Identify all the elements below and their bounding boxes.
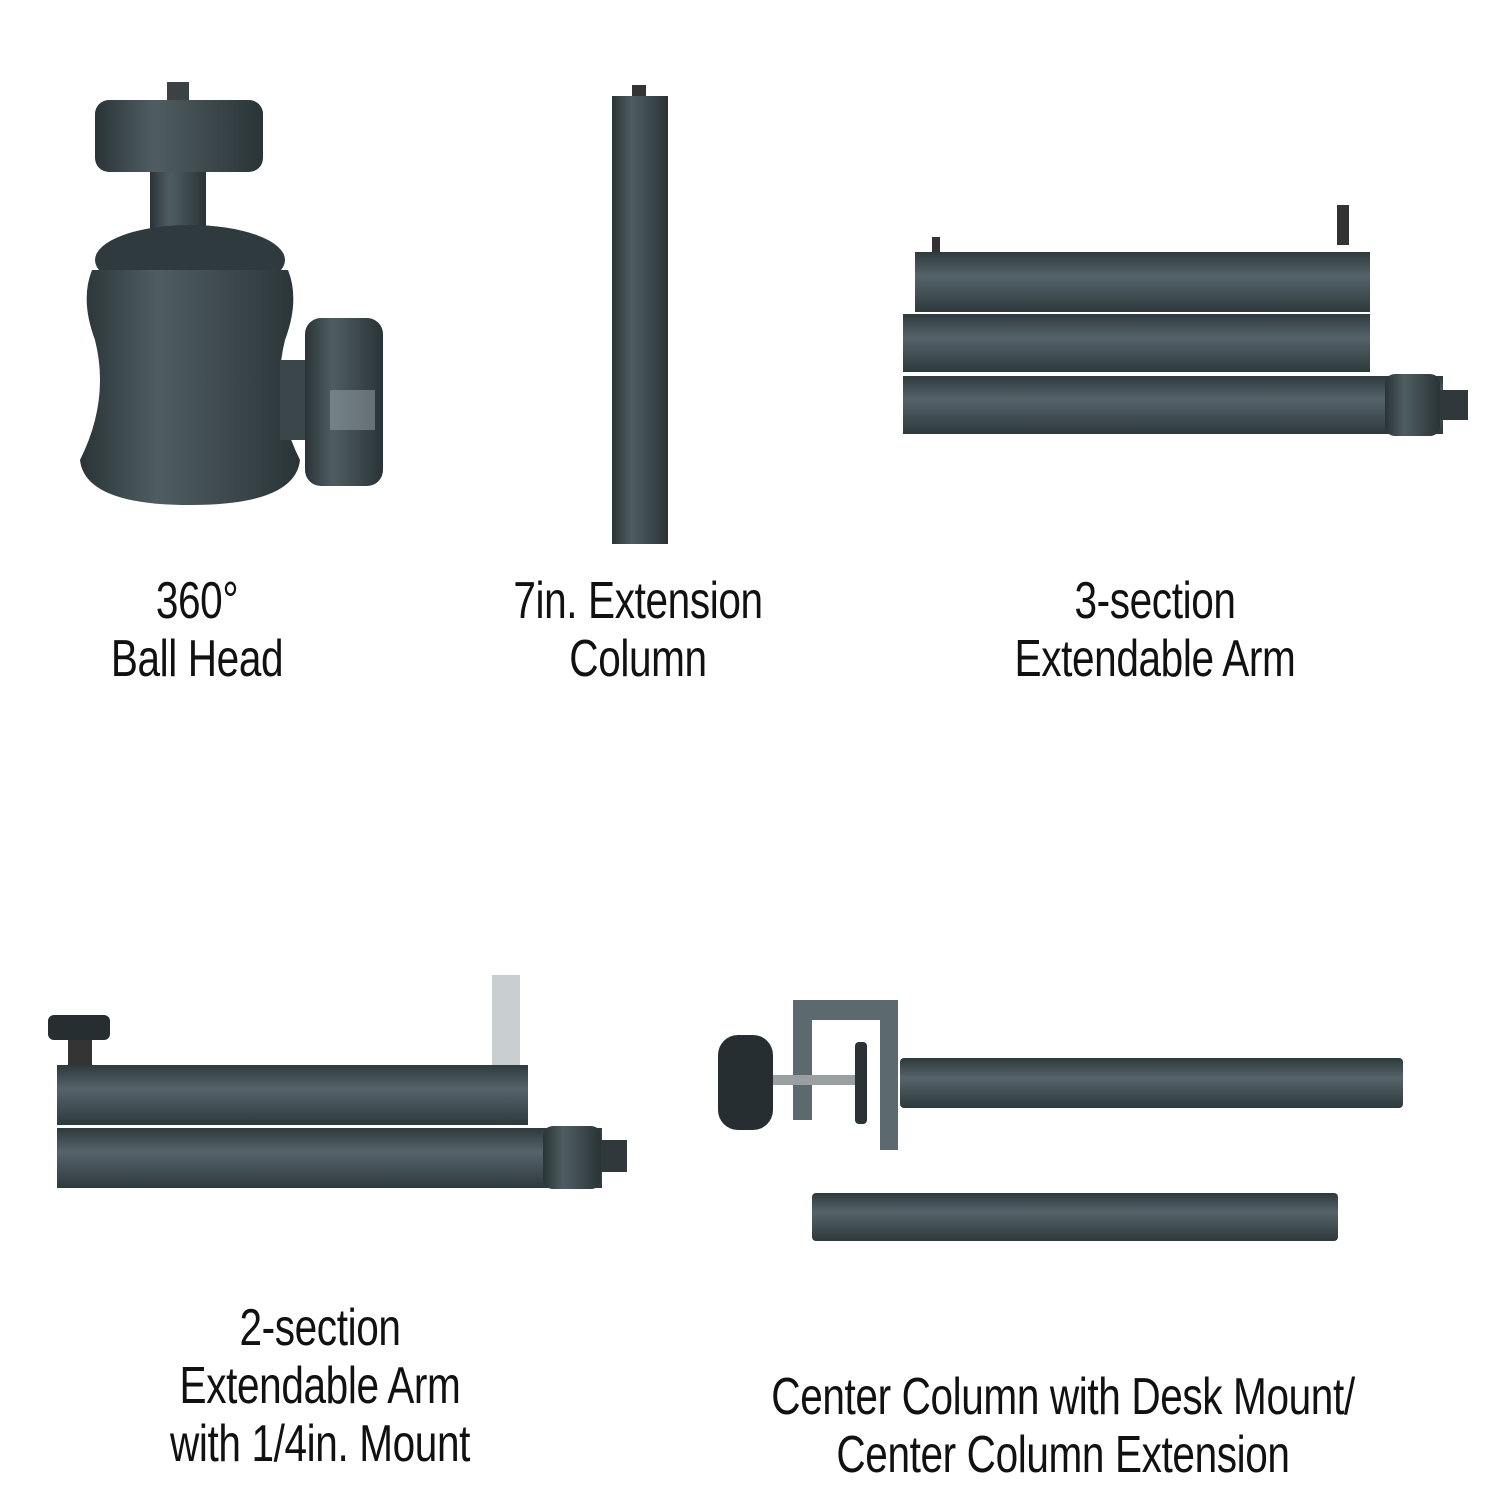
ball-head-illustration [80, 82, 383, 505]
extension-column-illustration [612, 85, 668, 544]
two-section-arm-label: 2-section Extendable Arm with 1/4in. Mou… [170, 1299, 470, 1473]
three-section-arm-label: 3-section Extendable Arm [1014, 572, 1296, 688]
center-column-label: Center Column with Desk Mount/ Center Co… [771, 1368, 1355, 1484]
ball-head-label: 360° Ball Head [110, 572, 284, 688]
three-section-arm-illustration [903, 205, 1468, 436]
two-section-arm-illustration [48, 975, 627, 1189]
center-column-illustration [718, 1000, 1403, 1241]
extension-column-label: 7in. Extension Column [513, 572, 763, 688]
